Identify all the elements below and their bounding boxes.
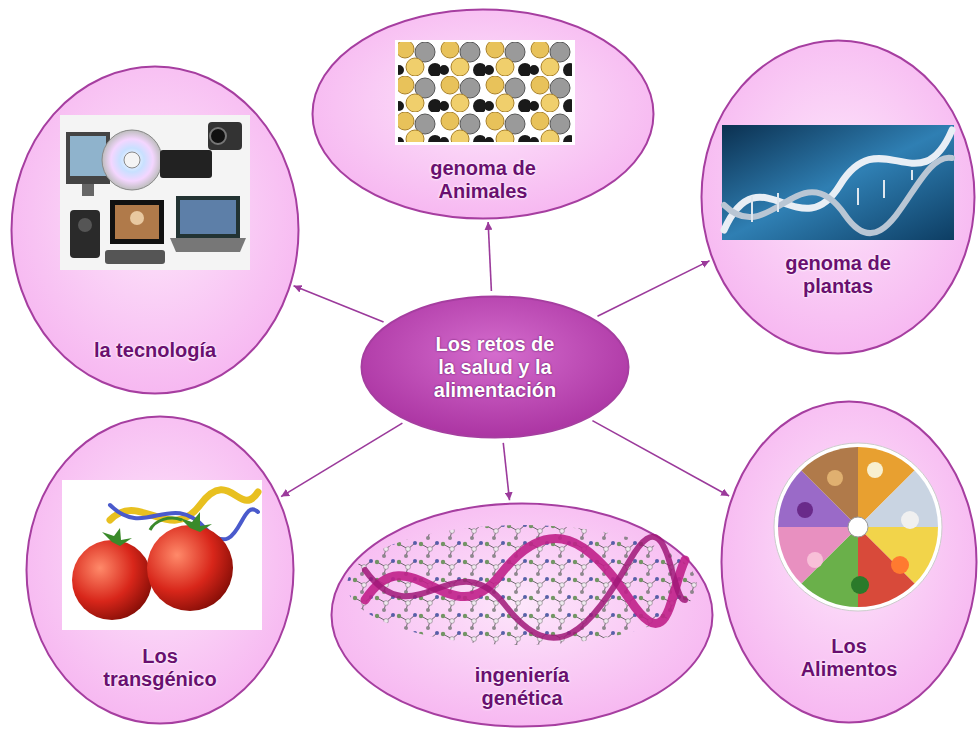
topic-ellipse: la tecnología [10, 65, 300, 395]
label-holder: la tecnología [55, 339, 255, 362]
topic-text: Los Alimentos [789, 635, 909, 681]
central-topic-text: Los retos de la salud y la alimentación [428, 333, 563, 402]
central-ellipse: Los retos de la salud y la alimentación [360, 295, 630, 439]
label-holder: Los transgénico [90, 645, 230, 691]
arrow-connector [592, 421, 729, 496]
label-holder: Los retos de la salud y la alimentación [428, 333, 563, 402]
topic-ellipse: ingeniería genética [330, 502, 714, 728]
ellipse-outline [12, 67, 299, 394]
topic-text: genoma de Animales [408, 157, 558, 203]
topic-text: Los transgénico [90, 645, 230, 691]
arrow-connector [294, 286, 384, 322]
ellipse-outline [362, 297, 629, 438]
label-holder: genoma de plantas [763, 252, 913, 298]
arrow-connector [488, 222, 491, 291]
ellipse-shape [700, 39, 976, 355]
ellipse-outline [702, 41, 975, 354]
topic-ellipse: genoma de plantas [700, 39, 976, 355]
arrow-connector [503, 443, 509, 500]
topic-text: genoma de plantas [763, 252, 913, 298]
ellipse-outline [313, 10, 654, 219]
label-holder: ingeniería genética [452, 664, 592, 710]
topic-ellipse: Los Alimentos [720, 400, 978, 724]
topic-text: la tecnología [55, 339, 255, 362]
ellipse-outline [722, 402, 977, 723]
ellipse-outline [27, 417, 294, 724]
topic-text: ingeniería genética [452, 664, 592, 710]
topic-ellipse: genoma de Animales [311, 8, 655, 220]
topic-ellipse: Los transgénico [25, 415, 295, 725]
label-holder: genoma de Animales [408, 157, 558, 203]
arrow-connector [597, 261, 709, 317]
label-holder: Los Alimentos [789, 635, 909, 681]
arrow-connector [281, 423, 402, 496]
ellipse-outline [332, 504, 713, 727]
